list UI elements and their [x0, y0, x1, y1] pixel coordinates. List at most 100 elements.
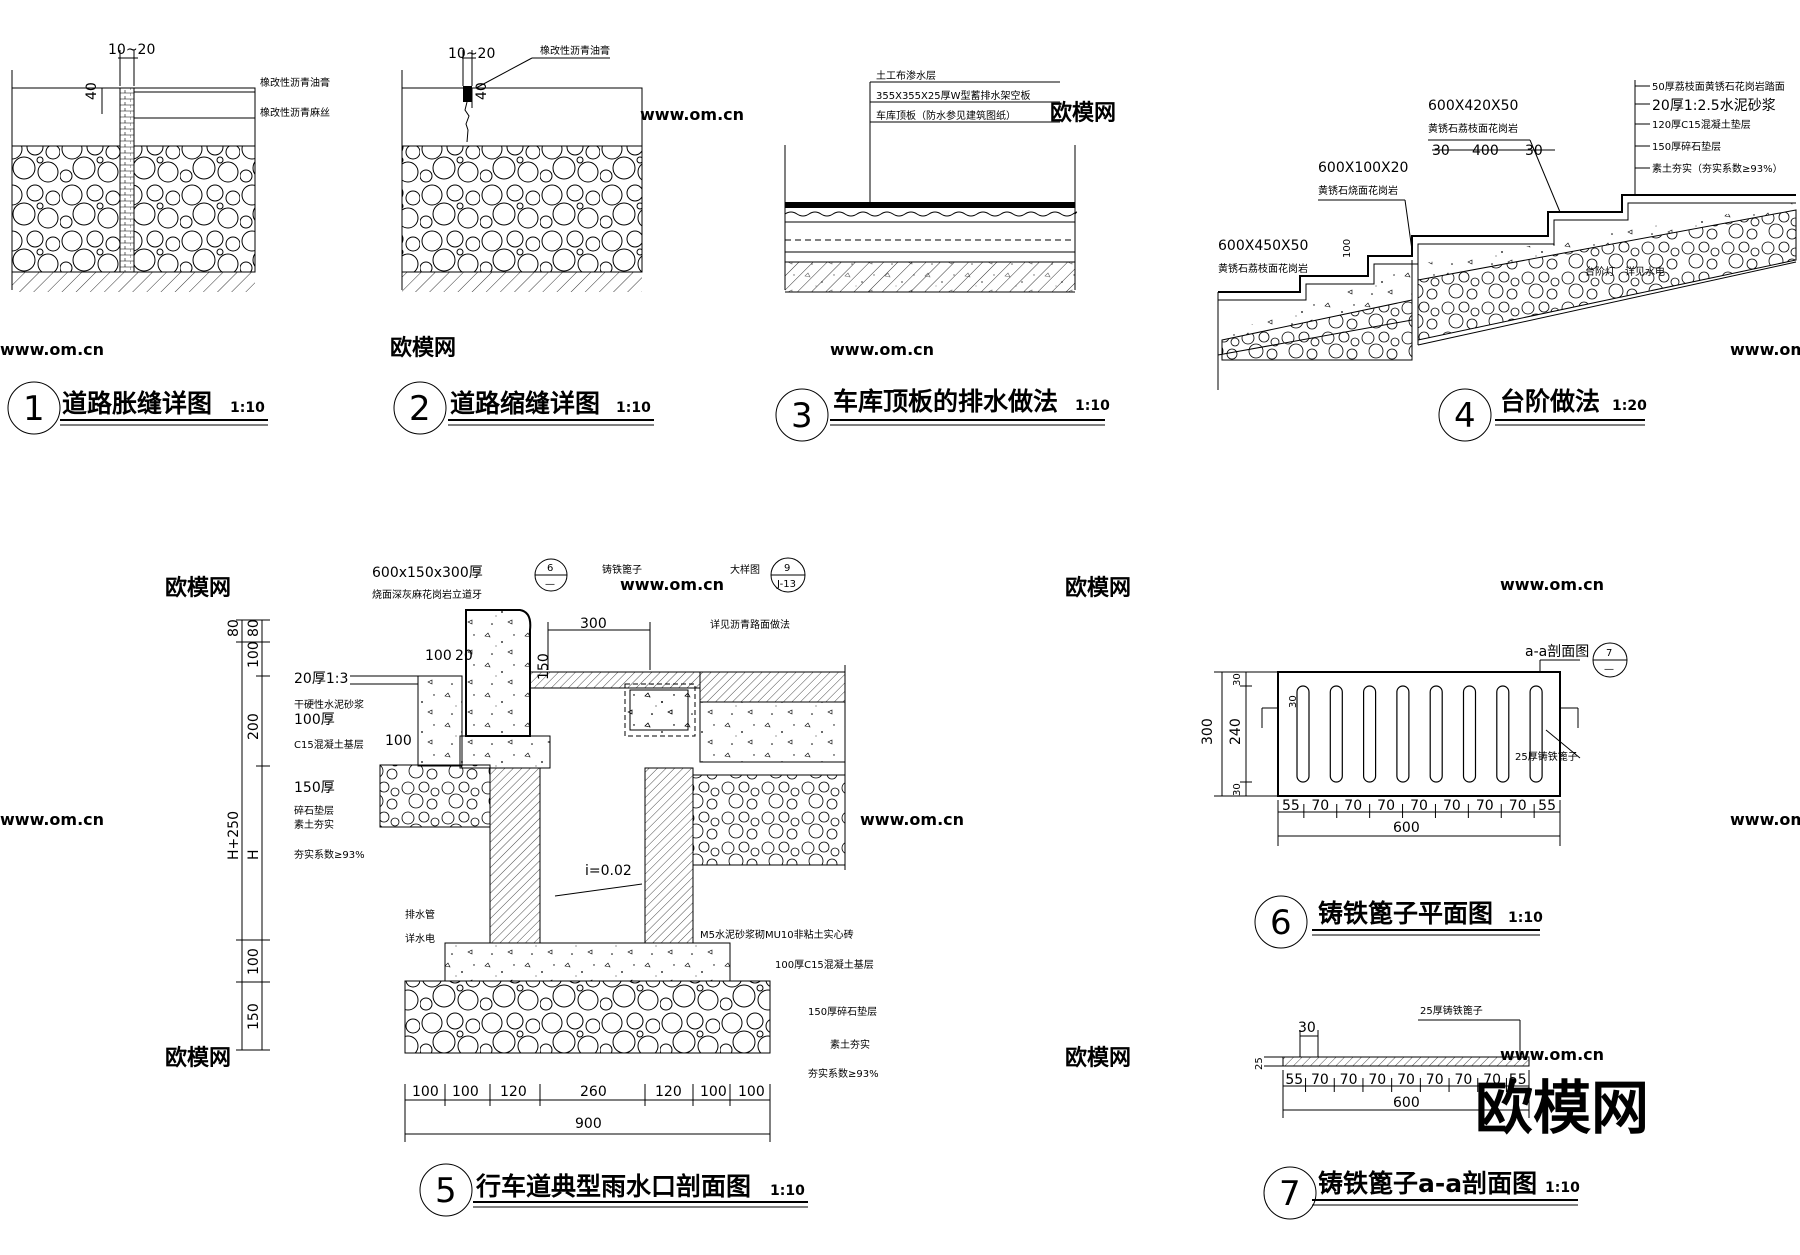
- dim-value: 70: [1377, 798, 1395, 814]
- detail-4-dim: 400: [1472, 143, 1499, 159]
- detail-6-dim-left: 30: [1232, 783, 1243, 796]
- detail-5-dim-total: 900: [575, 1116, 602, 1132]
- detail-4-title: 台阶做法: [1500, 387, 1600, 416]
- detail-1-drawing: 10~20 40 橡改性沥青油膏 橡改性沥青麻丝: [11, 42, 330, 292]
- detail-5-number: 5: [435, 1171, 457, 1211]
- watermark-url: www.om.cn: [0, 340, 104, 359]
- detail-5-label: 大样图: [730, 563, 760, 576]
- detail-5-label: 详水电: [405, 932, 435, 945]
- detail-5-label: M5水泥砂浆砌MU10非粘土实心砖: [700, 928, 854, 941]
- detail-4-dim: 100: [1342, 239, 1353, 258]
- detail-6-dim-left: 300: [1200, 718, 1216, 745]
- detail-5-label: 夯实系数≥93%: [808, 1067, 879, 1080]
- watermark-url: www.om.cn: [640, 105, 744, 124]
- dim-value: 70: [1426, 1072, 1444, 1088]
- dim-value: 55: [1538, 798, 1556, 814]
- dim-value: 70: [1340, 1072, 1358, 1088]
- detail-6-dim-left: 30: [1232, 673, 1243, 686]
- watermark-url: www.om.cn: [1730, 340, 1800, 359]
- detail-4-label: 600X450X50: [1218, 238, 1308, 254]
- detail-7-dim-left: 25: [1254, 1057, 1265, 1070]
- detail-2-label: 橡改性沥青油膏: [540, 44, 610, 57]
- detail-6-scale: 1:10: [1508, 910, 1543, 926]
- grate-slot: [1496, 685, 1510, 783]
- detail-4-label: 黄锈石荔枝面花岗岩: [1218, 262, 1308, 275]
- detail-4-label: 600X100X20: [1318, 160, 1408, 176]
- watermark-url: www.om.cn: [0, 810, 104, 829]
- detail-4-caption: 4 台阶做法 1:20: [1438, 387, 1647, 442]
- dim-value: 70: [1311, 1072, 1329, 1088]
- detail-7-title: 铸铁篦子a-a剖面图: [1318, 1169, 1537, 1198]
- detail-5-scale: 1:10: [770, 1183, 805, 1199]
- detail-5-ref-sub: —: [545, 579, 555, 590]
- detail-7-number: 7: [1279, 1174, 1301, 1214]
- watermark-cn: 欧模网: [1065, 575, 1131, 601]
- detail-3-label: 土工布渗水层: [876, 69, 936, 82]
- detail-5-dim-left: 100: [246, 948, 262, 975]
- detail-7-dim-top: 30: [1298, 1020, 1316, 1036]
- dim-value: 70: [1397, 1072, 1415, 1088]
- detail-5-dim-left: 200: [246, 713, 262, 740]
- detail-6-dim-left: 240: [1228, 718, 1244, 745]
- detail-4-label: 黄锈石烧面花岗岩: [1318, 184, 1398, 197]
- dim-value: 70: [1344, 798, 1362, 814]
- detail-5-label: 150厚: [294, 780, 335, 796]
- detail-5-dim-bottom: 100: [452, 1084, 479, 1100]
- detail-5-dim-top: 20: [455, 648, 473, 664]
- detail-5-dim-bottom: 120: [655, 1084, 682, 1100]
- detail-2-drawing: 10~20 40 橡改性沥青油膏: [401, 44, 643, 292]
- watermark-cn: 欧模网: [165, 575, 231, 601]
- detail-5-dim-top: 100: [425, 648, 452, 664]
- detail-4-dim: 30: [1432, 143, 1450, 159]
- detail-5-ref-sub: J-13: [776, 579, 796, 590]
- detail-1-number: 1: [23, 389, 45, 429]
- dim-value: 70: [1509, 798, 1527, 814]
- watermark-cn: 欧模网: [1065, 1045, 1131, 1071]
- dim-value: 55: [1285, 1072, 1303, 1088]
- detail-5-label: 碎石垫层: [294, 804, 334, 817]
- detail-4-label: 素土夯实（夯实系数≥93%）: [1652, 162, 1783, 175]
- grate-slot: [1362, 685, 1377, 783]
- detail-5-label: 排水管: [405, 908, 435, 921]
- watermark-url: www.om.cn: [1730, 810, 1800, 829]
- watermarks: 欧模网 www.om.cn 欧模网 www.om.cn www.om.cn ww…: [0, 100, 1800, 1071]
- detail-4-number: 4: [1454, 396, 1476, 436]
- detail-5-label: 150厚碎石垫层: [808, 1005, 877, 1018]
- detail-5-slope: i=0.02: [585, 863, 632, 879]
- grate-slot: [1529, 685, 1543, 783]
- watermark-url: www.om.cn: [620, 575, 724, 594]
- detail-5-label: 100厚: [294, 712, 335, 728]
- watermark-url: www.om.cn: [830, 340, 934, 359]
- detail-3-drawing: 土工布渗水层 355X355X25厚W型蓄排水架空板 车库顶板（防水参见建筑图纸…: [784, 69, 1078, 293]
- detail-6-ref-num: 7: [1606, 648, 1612, 659]
- detail-5-drawing: 80 80 100 200 H+250 H 100 150 i=0.02: [226, 557, 879, 1142]
- detail-5-dim-left: 100: [246, 641, 262, 668]
- detail-5-label: 600x150x300厚: [372, 565, 483, 581]
- dim-value: 70: [1443, 798, 1461, 814]
- detail-5-label: 详见沥青路面做法: [710, 618, 790, 631]
- detail-7-scale: 1:10: [1545, 1180, 1580, 1196]
- detail-3-caption: 3 车库顶板的排水做法 1:10: [775, 387, 1110, 442]
- detail-5-dim-left: 80: [226, 619, 242, 637]
- detail-5-dim-bottom: 120: [500, 1084, 527, 1100]
- detail-5-label: 素土夯实: [830, 1038, 870, 1051]
- detail-3-scale: 1:10: [1075, 398, 1110, 414]
- detail-6-ref-sub: —: [1604, 664, 1614, 675]
- detail-1-caption: 1 道路胀缝详图 1:10: [7, 381, 268, 435]
- watermark-cn: 欧模网: [390, 335, 456, 361]
- dim-value: 70: [1483, 1072, 1501, 1088]
- detail-4-label: 20厚1:2.5水泥砂浆: [1652, 98, 1776, 114]
- detail-6-dim-slot: 30: [1288, 695, 1299, 708]
- detail-4-label: 50厚荔枝面黄锈石花岗岩踏面: [1652, 80, 1785, 93]
- detail-2-scale: 1:10: [616, 400, 651, 416]
- detail-5-dim-bottom: 100: [412, 1084, 439, 1100]
- detail-5-dim-left: H+250: [226, 811, 242, 860]
- brand-watermark: 欧模网: [1475, 1074, 1649, 1142]
- detail-5-dim-bottom: 100: [738, 1084, 765, 1100]
- detail-1-label: 橡改性沥青麻丝: [260, 106, 330, 119]
- detail-6-caption: 6 铸铁篦子平面图 1:10: [1254, 895, 1543, 949]
